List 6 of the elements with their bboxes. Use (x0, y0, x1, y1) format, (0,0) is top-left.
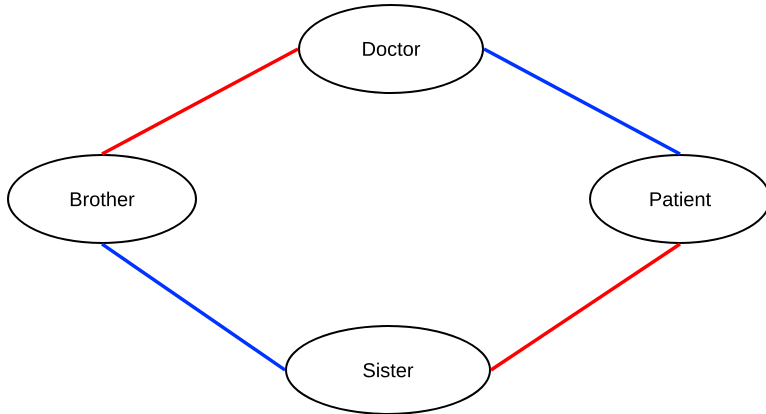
connector-line (483, 47, 681, 156)
ellipse-node: Brother (7, 154, 197, 244)
connector-line (101, 47, 299, 156)
connector-line (490, 242, 681, 372)
ellipse-node: Doctor (298, 4, 484, 94)
connector-line (101, 242, 286, 372)
